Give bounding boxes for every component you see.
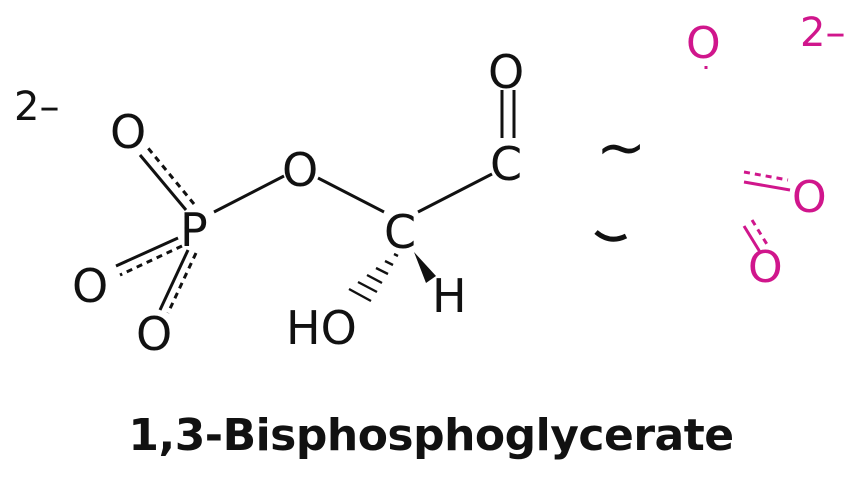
atom-o-left: O [72,259,108,313]
atom-labels: 2– O O O P O C C O HO H ~ [14,45,646,361]
atom-o-bottom: O [136,307,172,361]
bond-p-o-bottom-dash [166,252,198,314]
bond-o-c [317,176,385,214]
bond-p-o-top [138,154,188,211]
bond-p-o-left [115,236,179,268]
atom-c-carbonyl: C [490,137,522,191]
atom-o-top-left: O [110,105,146,159]
bond-p-o-bottom [158,249,190,311]
bond-p-o-bridge [213,174,285,214]
charge-right: 2– [800,10,845,56]
bonds-right [704,66,791,253]
hashed-bond-ho [348,252,399,303]
bonds-left [115,90,516,314]
tilde-high-energy-bond: ~ [596,113,646,183]
atom-o-mag-top: O [686,18,721,69]
obscured-atom-fragment [594,230,628,242]
bond-mag-right [743,180,791,192]
charge-left: 2– [14,84,59,130]
atom-o-mag-right: O [792,172,827,223]
atom-h: H [432,269,467,323]
bond-mag-bottom [742,225,762,253]
atom-p: P [180,203,208,257]
bond-c-c [417,172,493,214]
bond-p-o-left-dash [119,244,183,277]
atom-ho: HO [286,301,357,355]
atom-o-mag-bottom: O [748,242,783,293]
atom-labels-magenta: O 2– O O [686,10,845,293]
bond-mag-bottom-dash [750,219,770,247]
bond-mag-right-dash [743,170,789,182]
wedge-bond-h [414,252,436,283]
atom-c-center: C [384,205,416,259]
bond-p-o-top-dash [146,147,196,205]
atom-o-bridge: O [282,143,318,197]
atom-o-carbonyl: O [488,45,524,99]
compound-name: 1,3-Bisphosphoglycerate [128,410,734,461]
